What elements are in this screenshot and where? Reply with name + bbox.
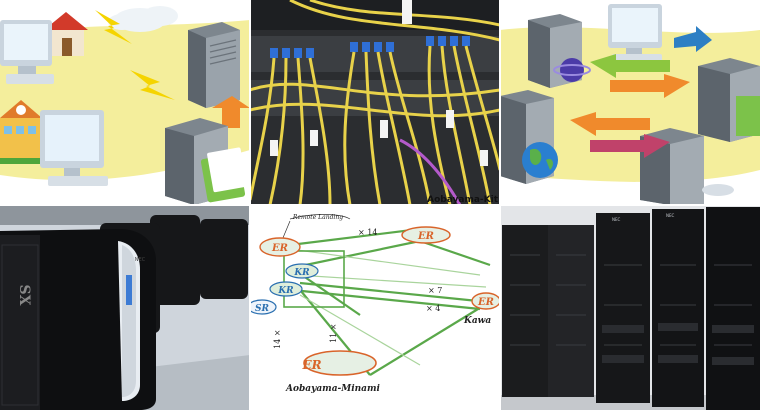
supercomputer-tile: NEC SX	[0, 205, 250, 410]
svg-text:ER: ER	[477, 297, 494, 308]
arrow-icon	[590, 54, 670, 78]
link-count-label: × 4	[426, 304, 440, 313]
server-racks-tile: NEC NEC	[500, 205, 760, 410]
arrow-icon	[590, 134, 670, 158]
disk-icon	[702, 184, 734, 196]
cloud-icon	[108, 6, 178, 32]
svg-text:ER: ER	[301, 358, 321, 372]
link-count-label: 14 ×	[273, 330, 282, 349]
svg-text:KR: KR	[293, 268, 310, 278]
svg-text:KR: KR	[277, 286, 294, 296]
network-illustration	[0, 0, 250, 205]
globe-icon	[522, 142, 558, 178]
arrow-icon	[212, 96, 250, 128]
nec-logo: NEC	[666, 213, 675, 218]
link-count-label: × 14	[358, 228, 377, 237]
tile-divider	[0, 204, 760, 206]
remote-landing-label: Remote Landing	[292, 214, 343, 221]
sr-router-icon: SR	[250, 299, 277, 315]
server-icon	[188, 22, 240, 108]
house-icon	[44, 12, 88, 56]
fiber-patch-panel-tile: Aobayama-Kit	[250, 0, 500, 205]
lightning-icon	[95, 10, 132, 44]
link-count-label: 11 ×	[329, 324, 338, 343]
supercomputer-cabinet	[0, 229, 156, 410]
folder-icon	[200, 147, 247, 203]
monitor-icon	[0, 20, 54, 84]
server-rack	[596, 213, 650, 403]
network-illustration-tile	[0, 0, 250, 205]
fiber-cables	[250, 0, 500, 205]
svg-text:SR: SR	[255, 304, 269, 314]
er-router-icon: ER	[401, 226, 451, 244]
svg-text:ER: ER	[271, 243, 288, 254]
kr-router-icon: KR	[269, 281, 303, 297]
er-router-icon: ER	[471, 292, 500, 310]
site-label-kawa: Kawa	[463, 316, 491, 326]
arrow-icon	[674, 26, 712, 52]
monitor-icon	[40, 110, 108, 186]
er-router-icon: ER	[259, 237, 301, 257]
fiber-connector-row	[270, 36, 470, 58]
location-label: Aobayama-Kit	[427, 195, 499, 205]
network-diagram: Remote Landing ER ER ER ER KR	[250, 205, 500, 410]
kr-router-icon: KR	[285, 263, 319, 279]
cable-tags	[270, 0, 488, 166]
nec-logo: NEC	[135, 257, 146, 263]
site-label-aobayama-minami: Aobayama-Minami	[285, 384, 381, 394]
server-rack	[652, 209, 704, 407]
nec-logo: NEC	[612, 217, 621, 222]
network-diagram-tile: Remote Landing ER ER ER ER KR	[250, 205, 500, 410]
server-exchange-illustration-tile	[500, 0, 760, 205]
fiber-patch-panel-photo: Aobayama-Kit	[250, 0, 500, 205]
er-router-icon: ER	[301, 350, 377, 376]
sx-brand-mark: SX	[16, 285, 32, 306]
supercomputer-photo: NEC SX	[0, 205, 250, 410]
server-rack	[502, 225, 594, 397]
arrow-icon	[570, 112, 650, 136]
folder-icon	[736, 96, 760, 136]
server-racks-photo: NEC NEC	[500, 205, 760, 410]
server-rack	[706, 207, 760, 410]
monitor-icon	[608, 4, 662, 62]
server-exchange-illustration	[500, 0, 760, 205]
link-count-label: × 7	[428, 286, 442, 295]
svg-text:ER: ER	[417, 231, 434, 242]
globe-icon	[553, 58, 591, 82]
arrow-icon	[610, 74, 690, 98]
school-icon	[0, 100, 46, 164]
